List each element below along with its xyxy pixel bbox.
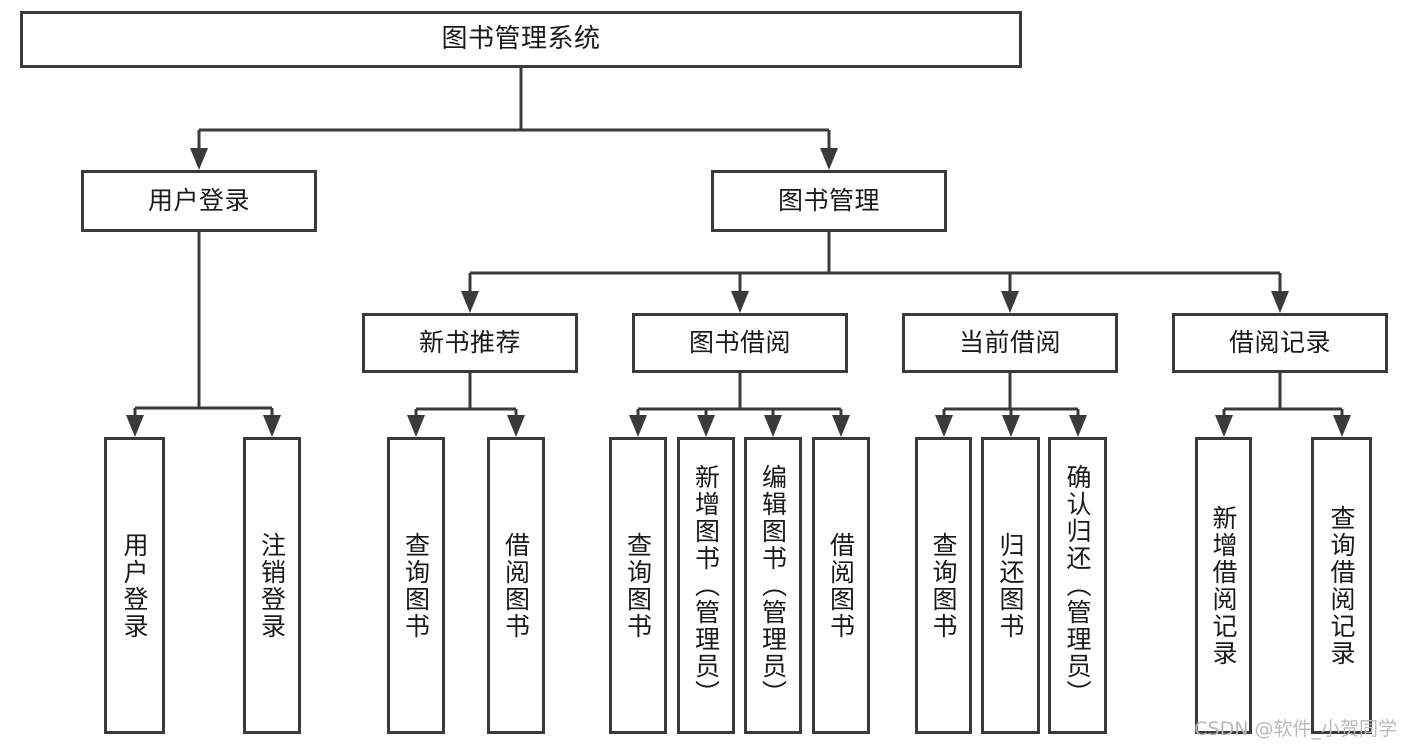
node-user-login[interactable]: 用户登录 — [81, 170, 317, 232]
arrowhead-leaf-br-query — [1333, 415, 1351, 437]
arrowhead-leaf-br-add — [1215, 415, 1233, 437]
node-leaf-br-add[interactable]: 新增借阅记录 — [1195, 437, 1252, 734]
arrowhead-user-login — [190, 148, 208, 170]
node-leaf-bb-borrow[interactable]: 借阅图书 — [812, 437, 870, 734]
arrowhead-leaf-bb-query — [629, 415, 647, 437]
arrowhead-new-book-rec — [461, 291, 479, 313]
node-leaf-br-query[interactable]: 查询借阅记录 — [1311, 437, 1372, 734]
node-label-book-borrow: 图书借阅 — [688, 328, 791, 358]
node-label-leaf-cb-return: 归还图书 — [996, 531, 1025, 640]
node-root[interactable]: 图书管理系统 — [20, 11, 1022, 68]
node-label-leaf-rec-query: 查询图书 — [401, 531, 431, 640]
node-label-leaf-bb-borrow: 借阅图书 — [826, 531, 856, 640]
arrowhead-leaf-cb-query — [935, 415, 953, 437]
node-leaf-cb-query[interactable]: 查询图书 — [915, 437, 972, 734]
node-new-book-rec[interactable]: 新书推荐 — [362, 313, 578, 373]
node-label-leaf-user-login: 用户登录 — [120, 531, 149, 640]
node-label-current-borrow: 当前借阅 — [958, 328, 1061, 358]
arrowhead-book-borrow — [731, 291, 749, 313]
node-leaf-rec-query[interactable]: 查询图书 — [387, 437, 445, 734]
arrowhead-leaf-bb-edit — [764, 415, 782, 437]
node-label-leaf-cb-confirm: 确认归还（管理员） — [1063, 464, 1092, 707]
node-label-leaf-bb-add: 新增图书（管理员） — [691, 464, 721, 707]
node-label-leaf-cb-query: 查询图书 — [929, 531, 958, 640]
arrowhead-current-borrow — [1001, 291, 1019, 313]
arrowhead-leaf-bb-borrow — [832, 415, 850, 437]
node-label-book-manage: 图书管理 — [777, 186, 880, 216]
node-borrow-record[interactable]: 借阅记录 — [1172, 313, 1388, 373]
node-leaf-user-logout[interactable]: 注销登录 — [243, 437, 301, 734]
arrowhead-borrow-record — [1271, 291, 1289, 313]
node-label-new-book-rec: 新书推荐 — [418, 328, 521, 358]
node-book-manage[interactable]: 图书管理 — [711, 170, 947, 232]
arrowhead-leaf-cb-return — [1002, 415, 1020, 437]
arrowhead-leaf-rec-query — [407, 415, 425, 437]
arrowhead-leaf-user-login — [126, 415, 144, 437]
node-current-borrow[interactable]: 当前借阅 — [902, 313, 1118, 373]
arrowhead-leaf-rec-borrow — [507, 415, 525, 437]
node-label-borrow-record: 借阅记录 — [1228, 328, 1331, 358]
arrowhead-leaf-cb-confirm — [1069, 415, 1087, 437]
node-label-leaf-br-query: 查询借阅记录 — [1327, 504, 1356, 667]
arrowhead-book-manage — [820, 148, 838, 170]
node-label-user-login: 用户登录 — [147, 186, 250, 216]
node-label-leaf-bb-query: 查询图书 — [623, 531, 653, 640]
node-label-leaf-br-add: 新增借阅记录 — [1209, 504, 1238, 667]
node-label-leaf-bb-edit: 编辑图书（管理员） — [758, 464, 788, 707]
node-leaf-bb-edit[interactable]: 编辑图书（管理员） — [744, 437, 802, 734]
arrowhead-leaf-user-logout — [263, 415, 281, 437]
node-leaf-bb-add[interactable]: 新增图书（管理员） — [677, 437, 735, 734]
node-leaf-cb-confirm[interactable]: 确认归还（管理员） — [1048, 437, 1107, 734]
node-leaf-rec-borrow[interactable]: 借阅图书 — [487, 437, 545, 734]
arrowhead-leaf-bb-add — [697, 415, 715, 437]
node-label-root: 图书管理系统 — [441, 24, 601, 55]
csdn-watermark: CSDN @软件_小贺同学 — [1194, 718, 1397, 740]
node-leaf-bb-query[interactable]: 查询图书 — [609, 437, 667, 734]
node-label-leaf-rec-borrow: 借阅图书 — [501, 531, 531, 640]
node-label-leaf-user-logout: 注销登录 — [257, 531, 287, 640]
node-book-borrow[interactable]: 图书借阅 — [632, 313, 848, 373]
node-leaf-cb-return[interactable]: 归还图书 — [981, 437, 1040, 734]
node-leaf-user-login[interactable]: 用户登录 — [104, 437, 165, 734]
